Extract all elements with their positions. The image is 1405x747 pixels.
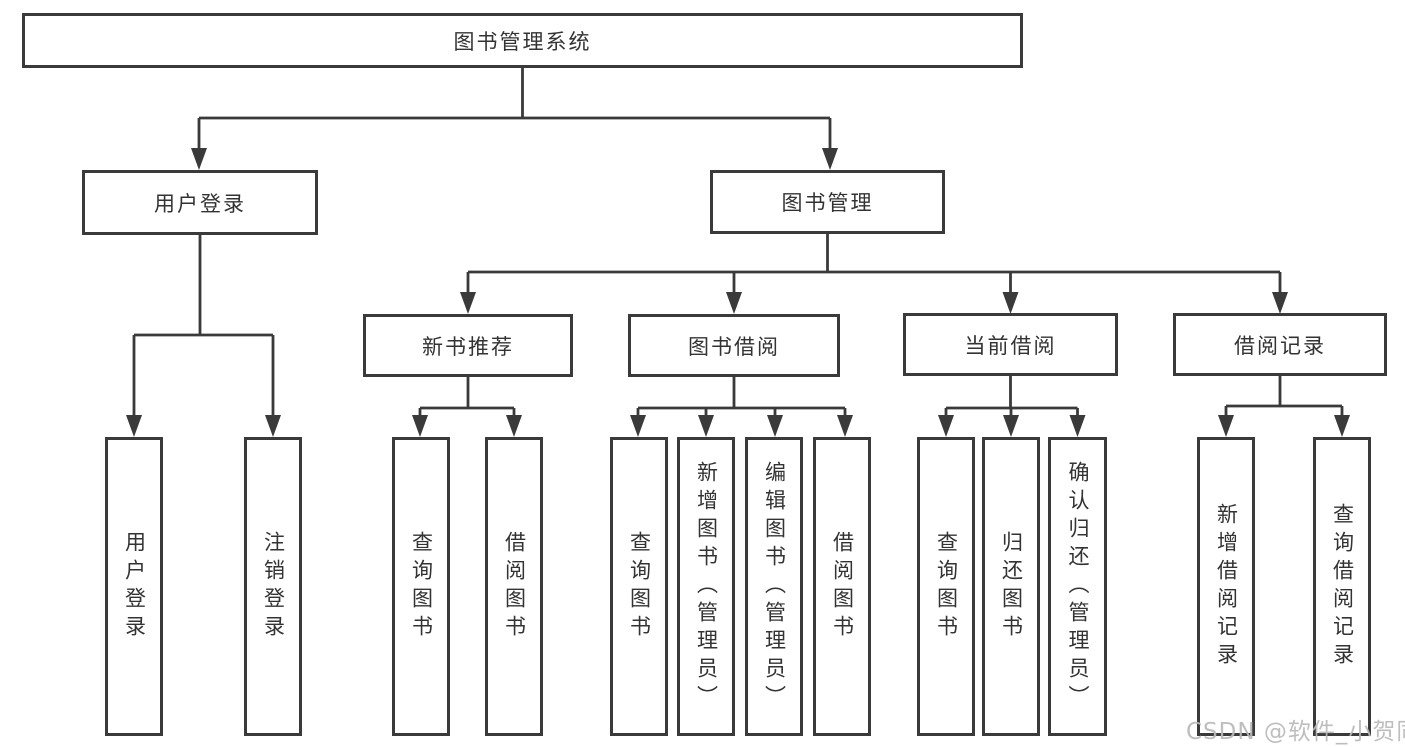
node-new-book-recommend: 新书推荐 xyxy=(363,314,573,377)
node-root: 图书管理系统 xyxy=(22,13,1023,68)
leaf-query-books-current: 查询图书 xyxy=(917,437,975,736)
leaf-edit-books-admin: 编辑图书（管理员） xyxy=(745,437,803,736)
leaf-borrow-books: 借阅图书 xyxy=(813,437,871,736)
node-borrow-records: 借阅记录 xyxy=(1173,313,1387,376)
watermark-text: CSDN @软件_小贺同学 xyxy=(1186,719,1405,745)
node-user-login-label: 用户登录 xyxy=(154,191,246,216)
node-book-management-label: 图书管理 xyxy=(781,191,874,215)
node-book-management: 图书管理 xyxy=(710,170,945,234)
leaf-user-login: 用户登录 xyxy=(105,437,163,736)
leaf-add-books-admin: 新增图书（管理员） xyxy=(677,437,735,736)
leaf-query-books-borrow: 查询图书 xyxy=(610,437,668,736)
node-user-login: 用户登录 xyxy=(82,170,318,235)
arrow-heads xyxy=(126,148,1350,437)
node-root-label: 图书管理系统 xyxy=(453,29,592,54)
node-book-borrow: 图书借阅 xyxy=(628,314,840,377)
node-current-borrow: 当前借阅 xyxy=(903,313,1118,376)
leaf-return-books: 归还图书 xyxy=(982,437,1040,736)
leaf-add-borrow-record: 新增借阅记录 xyxy=(1197,437,1255,736)
node-current-borrow-label: 当前借阅 xyxy=(964,333,1057,358)
leaf-query-borrow-record: 查询借阅记录 xyxy=(1313,437,1371,736)
leaf-logout: 注销登录 xyxy=(244,437,302,736)
leaf-borrow-books-recommend: 借阅图书 xyxy=(485,437,543,736)
node-borrow-records-label: 借阅记录 xyxy=(1234,333,1326,358)
node-new-book-recommend-label: 新书推荐 xyxy=(422,334,514,359)
leaf-confirm-return-admin: 确认归还（管理员） xyxy=(1048,437,1107,736)
leaf-query-books-recommend: 查询图书 xyxy=(392,437,450,736)
node-book-borrow-label: 图书借阅 xyxy=(688,334,780,359)
